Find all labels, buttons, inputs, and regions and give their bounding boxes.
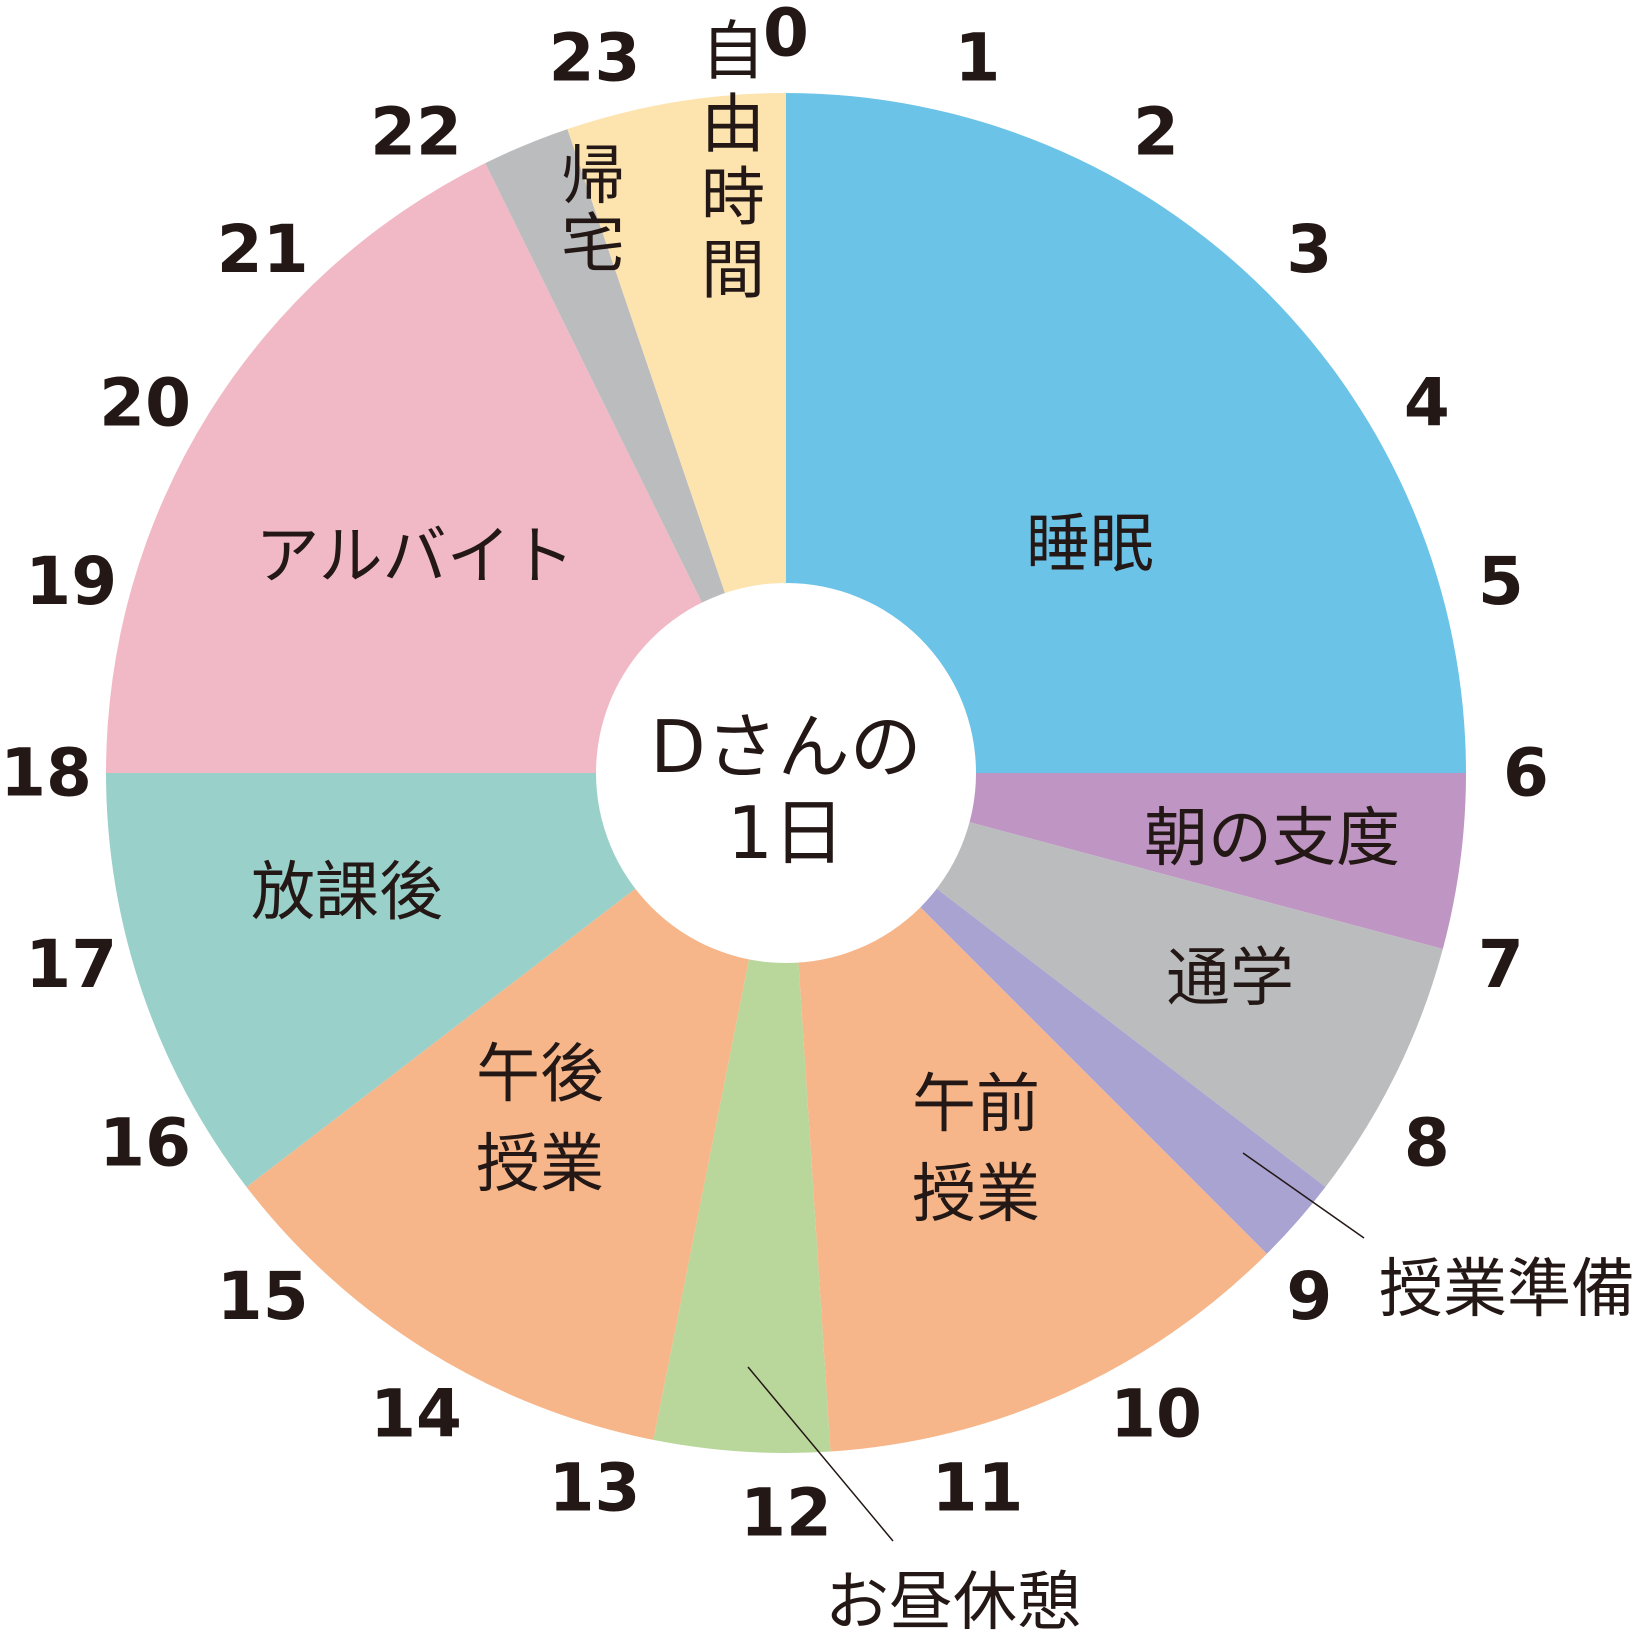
hour-tick-16: 16 <box>99 1105 191 1182</box>
hour-tick-11: 11 <box>932 1449 1024 1526</box>
pie-slice-4 <box>786 773 1267 1452</box>
leader-line-class-prep <box>1242 1152 1365 1239</box>
hour-tick-23: 23 <box>549 20 641 97</box>
hour-tick-4: 4 <box>1404 365 1450 442</box>
center-hole <box>596 583 976 963</box>
segment-label-10-line-0: 自 <box>701 16 765 90</box>
hour-tick-0: 0 <box>763 0 809 72</box>
hour-tick-3: 3 <box>1286 211 1332 288</box>
slices-group <box>106 93 1466 1453</box>
segment-label-5: お昼休憩 <box>825 1566 1081 1633</box>
segment-label-8: アルバイト <box>255 520 574 594</box>
segment-label-9-line-1: 宅 <box>561 208 625 282</box>
hour-tick-10: 10 <box>1110 1375 1202 1452</box>
segment-label-4-line-0: 午前 <box>912 1068 1040 1142</box>
segment-label-10-line-1: 由 <box>701 89 765 163</box>
hour-tick-1: 1 <box>955 20 1001 97</box>
hour-tick-19: 19 <box>25 543 117 620</box>
pie-slice-2 <box>786 773 1443 1187</box>
hour-tick-13: 13 <box>549 1449 641 1526</box>
pie-slice-6 <box>246 773 786 1440</box>
hour-tick-2: 2 <box>1133 94 1179 171</box>
hour-tick-20: 20 <box>99 365 191 442</box>
hour-tick-14: 14 <box>370 1375 462 1452</box>
center-title-line-2: 1日 <box>727 791 845 875</box>
segment-label-10-line-2: 時 <box>701 162 765 236</box>
hour-tick-18: 18 <box>0 735 92 812</box>
hour-tick-15: 15 <box>217 1258 309 1335</box>
segment-label-2: 通学 <box>1166 942 1294 1016</box>
hour-tick-22: 22 <box>370 94 462 171</box>
hour-tick-21: 21 <box>217 211 309 288</box>
hour-tick-5: 5 <box>1478 543 1524 620</box>
segment-label-6-line-0: 午後 <box>476 1038 604 1112</box>
segment-label-4-line-1: 授業 <box>912 1158 1040 1232</box>
hour-tick-6: 6 <box>1503 735 1549 812</box>
pie-slice-8 <box>106 163 786 773</box>
hour-tick-17: 17 <box>25 926 117 1003</box>
center-title-line-1: Dさんの <box>650 705 921 789</box>
hour-tick-7: 7 <box>1478 926 1524 1003</box>
center-title: Dさんの 1日 <box>650 705 921 875</box>
segment-label-9-line-0: 帰 <box>561 140 625 214</box>
leader-lines <box>747 1152 1365 1542</box>
segment-label-0: 睡眠 <box>1026 508 1154 582</box>
segment-label-10-line-3: 間 <box>701 235 765 309</box>
segment-label-7: 放課後 <box>251 856 443 930</box>
segment-label-3: 授業準備 <box>1379 1253 1635 1327</box>
pie-slice-7 <box>106 773 786 1187</box>
hour-tick-8: 8 <box>1404 1105 1450 1182</box>
hour-tick-12: 12 <box>740 1475 832 1552</box>
leader-line-lunch-break <box>747 1366 894 1542</box>
hour-tick-9: 9 <box>1286 1258 1332 1335</box>
segment-label-6-line-1: 授業 <box>476 1128 604 1202</box>
segment-label-1: 朝の支度 <box>1144 802 1400 876</box>
pie-slice-0 <box>786 93 1466 773</box>
